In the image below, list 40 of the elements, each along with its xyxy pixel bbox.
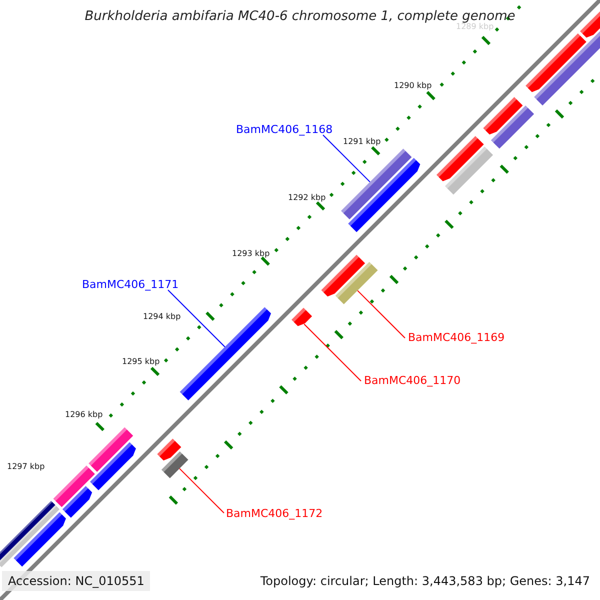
gene-feature [62, 486, 92, 518]
gene-feature [348, 158, 420, 232]
gene-feature [341, 148, 412, 220]
tick-label: 1295 kbp [122, 358, 160, 366]
leader-line [322, 134, 370, 182]
leader-line [179, 468, 224, 514]
gene-label: BamMC406_1171 [82, 279, 179, 290]
gene-feature [161, 451, 188, 478]
gene-feature [526, 33, 586, 92]
leader-line [357, 290, 406, 338]
gene-feature [88, 427, 134, 472]
gene-feature [483, 97, 523, 135]
gene-feature [53, 465, 95, 508]
gene-feature [157, 438, 182, 461]
tick-label: 1290 kbp [394, 82, 432, 90]
leader-line [304, 324, 362, 382]
tick-label: 1292 kbp [288, 194, 326, 202]
gene-label: BamMC406_1169 [408, 332, 505, 343]
tick-label: 1296 kbp [65, 411, 103, 419]
gene-label: BamMC406_1168 [236, 124, 333, 135]
gene-feature [321, 254, 366, 296]
genome-stats-note: Topology: circular; Length: 3,443,583 bp; Genes: 3,147 [260, 575, 590, 587]
tick-label: 1293 kbp [232, 250, 270, 258]
gene-feature [14, 512, 66, 567]
gene-feature [490, 106, 534, 149]
gene-feature [90, 442, 136, 490]
gene-label: BamMC406_1170 [364, 375, 461, 386]
tick-label: 1294 kbp [143, 313, 181, 321]
leader-line [168, 290, 226, 348]
map-title: Burkholderia ambifaria MC40-6 chromosome 1, complete genome [84, 9, 516, 24]
gene-feature [292, 308, 312, 326]
gene-feature [444, 146, 494, 195]
gene-label: BamMC406_1172 [226, 508, 323, 519]
gene-feature [534, 29, 600, 106]
gene-feature [180, 307, 271, 400]
accession-note: Accession: NC_010551 [2, 571, 150, 591]
tick-label: 1291 kbp [343, 138, 381, 146]
gene-feature [335, 262, 378, 304]
gene-feature [436, 136, 484, 182]
tick-label: 1297 kbp [7, 463, 45, 471]
